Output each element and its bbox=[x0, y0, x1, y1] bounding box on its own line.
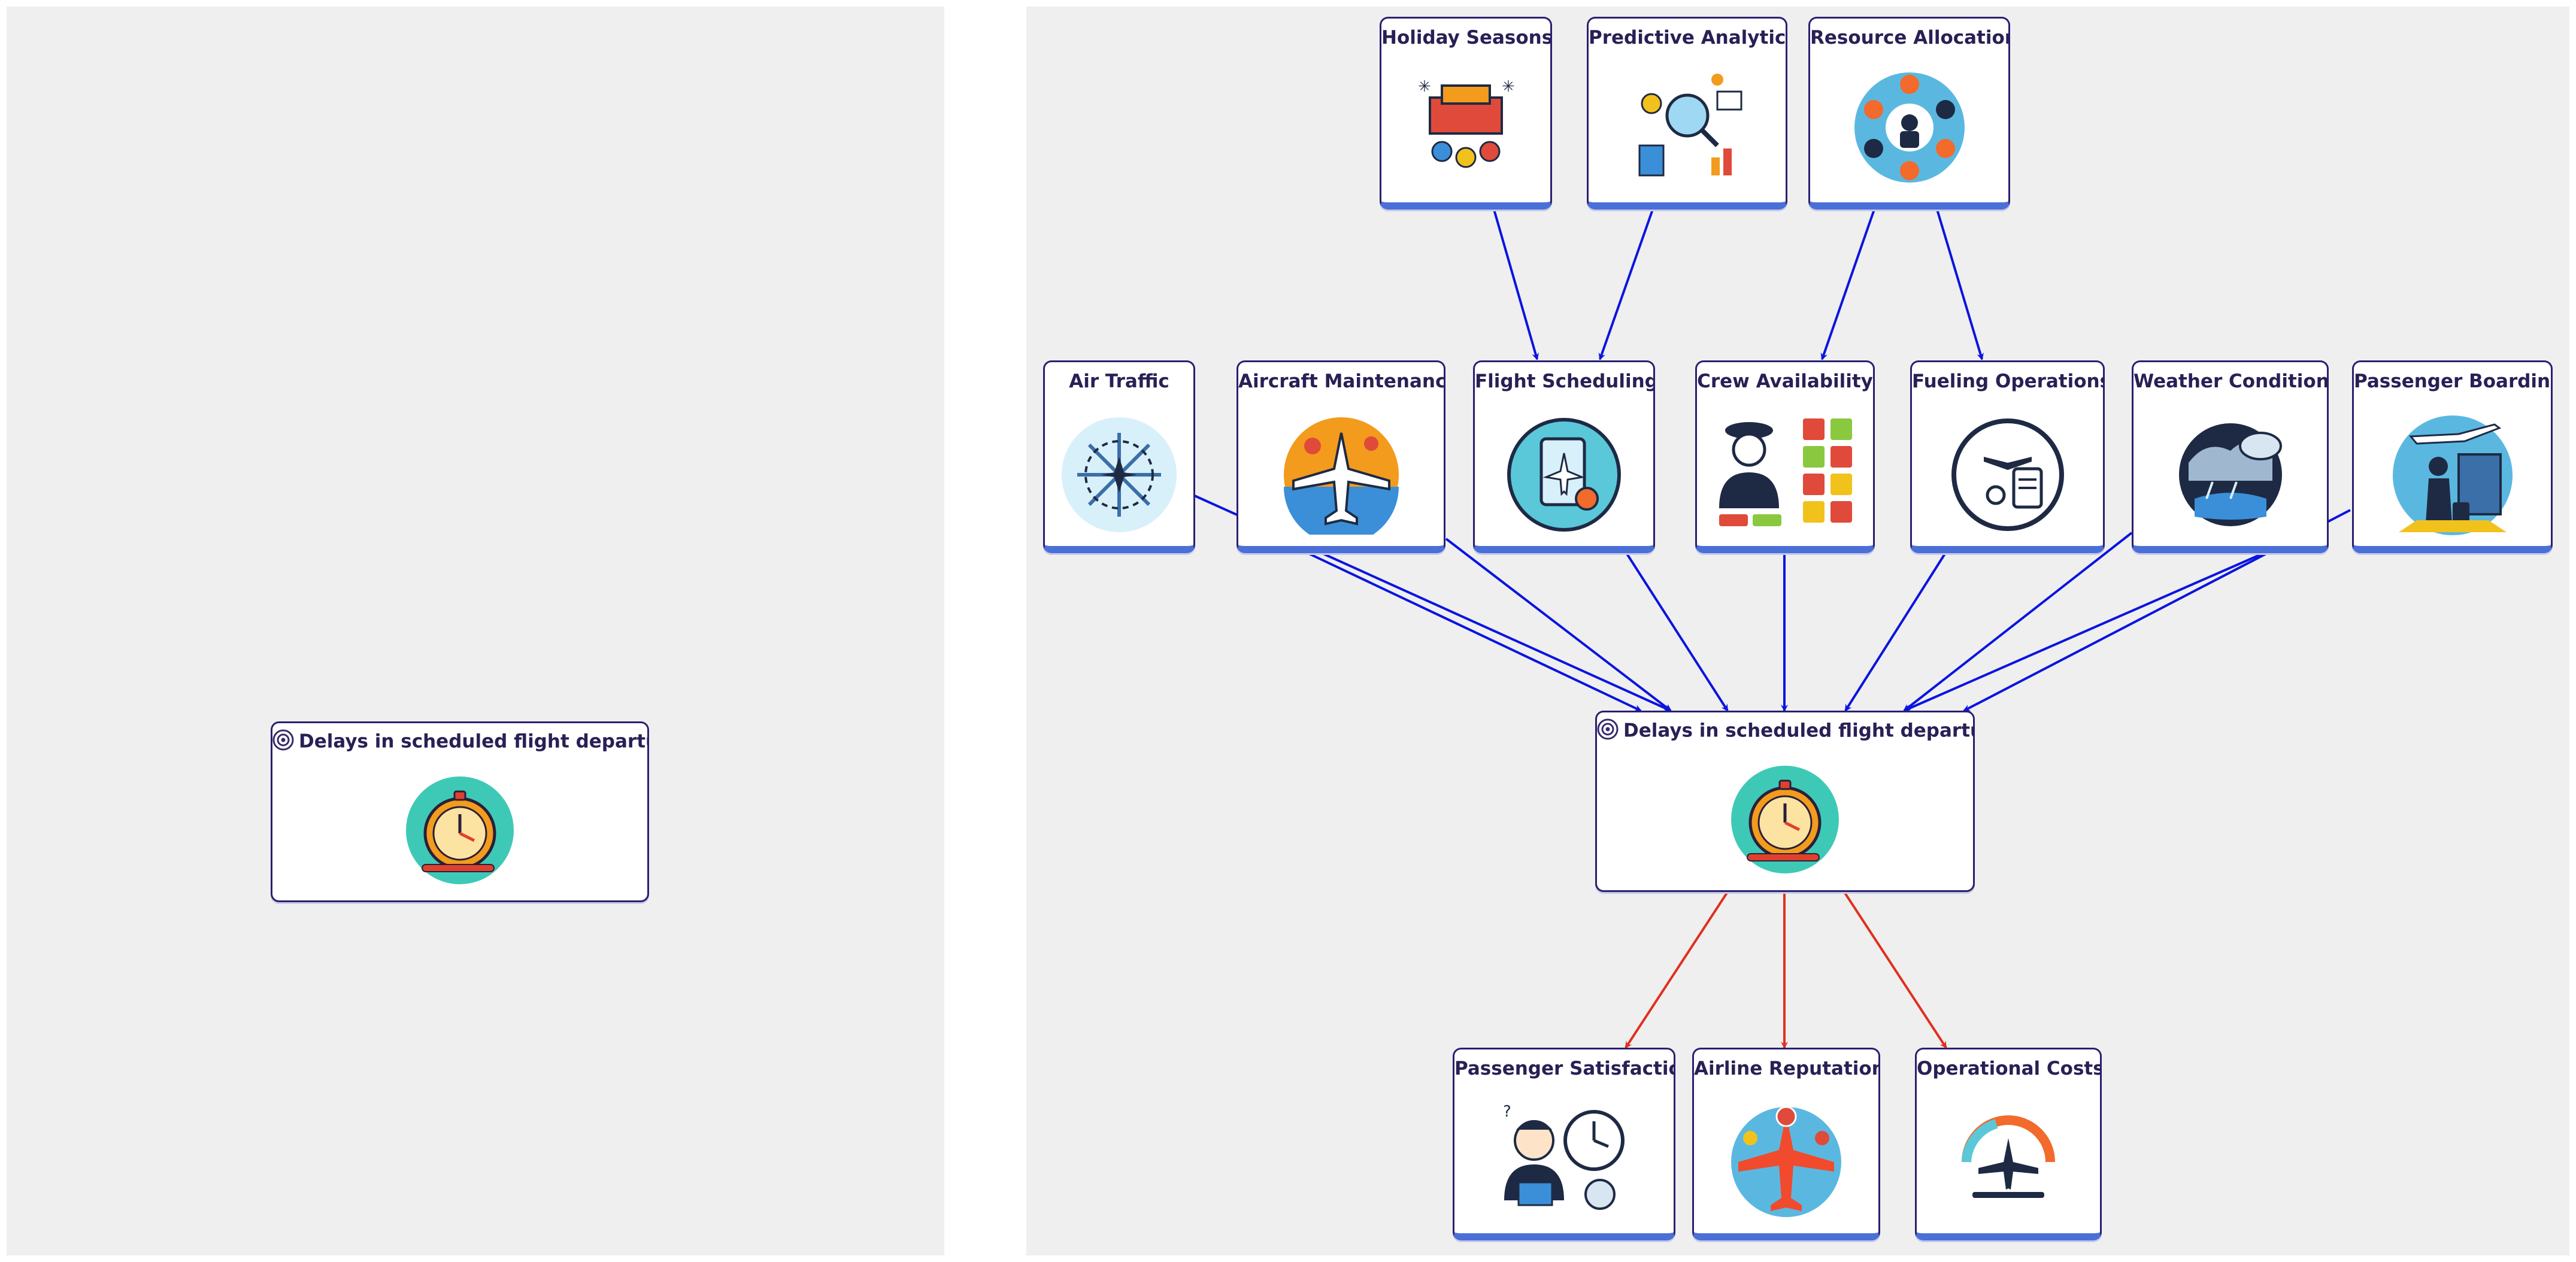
fuel-gauge-icon bbox=[1948, 415, 2068, 537]
node-flight-scheduling[interactable]: Flight Scheduling bbox=[1473, 360, 1655, 553]
target-icon bbox=[1597, 718, 1619, 745]
cost-gauge-icon bbox=[1948, 1102, 2068, 1224]
stopwatch-clock-icon bbox=[1729, 764, 1841, 878]
node-resource-allocation-label: Resource Allocation bbox=[1810, 27, 2010, 48]
node-weather-conditions[interactable]: Weather Conditions bbox=[2132, 360, 2329, 553]
holiday-crowd-icon: ✳ ✳ bbox=[1406, 68, 1526, 190]
node-predictive-analytics-label: Predictive Analytics bbox=[1589, 27, 1787, 48]
node-fueling-operations[interactable]: Fueling Operations bbox=[1910, 360, 2105, 553]
stopwatch-clock-icon bbox=[404, 775, 516, 888]
node-air-traffic[interactable]: Air Traffic bbox=[1043, 360, 1195, 553]
airplane-wrench-icon bbox=[1281, 415, 1401, 544]
boarding-gate-icon bbox=[2387, 412, 2519, 541]
node-passenger-boarding-label: Passenger Boarding bbox=[2354, 371, 2553, 392]
air-traffic-map-icon bbox=[1059, 415, 1179, 537]
node-aircraft-maintenance-label: Aircraft Maintenance bbox=[1238, 371, 1445, 392]
svg-text:✳: ✳ bbox=[1418, 78, 1431, 96]
analytics-dashboard-icon bbox=[1628, 68, 1747, 190]
target-icon bbox=[272, 729, 294, 756]
node-crew-availability-label: Crew Availability bbox=[1697, 371, 1873, 392]
svg-text:✳: ✳ bbox=[1502, 78, 1515, 96]
node-aircraft-maintenance[interactable]: Aircraft Maintenance bbox=[1237, 360, 1445, 553]
airplane-reputation-icon bbox=[1726, 1102, 1846, 1224]
node-passenger-boarding[interactable]: Passenger Boarding bbox=[2352, 360, 2553, 553]
resource-network-icon bbox=[1850, 68, 1969, 190]
storm-cloud-icon bbox=[2171, 415, 2290, 537]
central-delays-node[interactable]: Delays in scheduled flight departures bbox=[1595, 711, 1975, 892]
central-delays-label: Delays in scheduled flight departures bbox=[1623, 720, 1973, 742]
svg-text:?: ? bbox=[1503, 1103, 1511, 1121]
node-holiday-seasons-label: Holiday Seasons bbox=[1381, 27, 1552, 48]
node-predictive-analytics[interactable]: Predictive Analytics bbox=[1587, 17, 1787, 210]
left-panel bbox=[7, 7, 944, 1255]
node-passenger-satisfaction[interactable]: Passenger Satisfaction ? bbox=[1453, 1048, 1675, 1240]
node-air-traffic-label: Air Traffic bbox=[1069, 371, 1169, 392]
left-delays-label: Delays in scheduled flight departures bbox=[299, 730, 647, 753]
left-delays-node[interactable]: Delays in scheduled flight departures bbox=[271, 721, 649, 902]
node-crew-availability[interactable]: Crew Availability bbox=[1695, 360, 1875, 553]
node-airline-reputation[interactable]: Airline Reputation bbox=[1692, 1048, 1880, 1240]
flight-schedule-icon bbox=[1504, 415, 1624, 537]
node-operational-costs[interactable]: Operational Costs bbox=[1915, 1048, 2102, 1240]
node-holiday-seasons[interactable]: Holiday Seasons ✳ ✳ bbox=[1380, 17, 1552, 210]
node-operational-costs-label: Operational Costs bbox=[1917, 1058, 2102, 1079]
node-airline-reputation-label: Airline Reputation bbox=[1694, 1058, 1880, 1079]
pilot-crew-icon bbox=[1707, 412, 1863, 541]
node-resource-allocation[interactable]: Resource Allocation bbox=[1808, 17, 2010, 210]
node-weather-conditions-label: Weather Conditions bbox=[2133, 371, 2329, 392]
node-fueling-operations-label: Fueling Operations bbox=[1912, 371, 2105, 392]
node-passenger-satisfaction-label: Passenger Satisfaction bbox=[1454, 1058, 1675, 1079]
frustrated-passenger-icon: ? bbox=[1492, 1099, 1636, 1227]
node-flight-scheduling-label: Flight Scheduling bbox=[1475, 371, 1655, 392]
